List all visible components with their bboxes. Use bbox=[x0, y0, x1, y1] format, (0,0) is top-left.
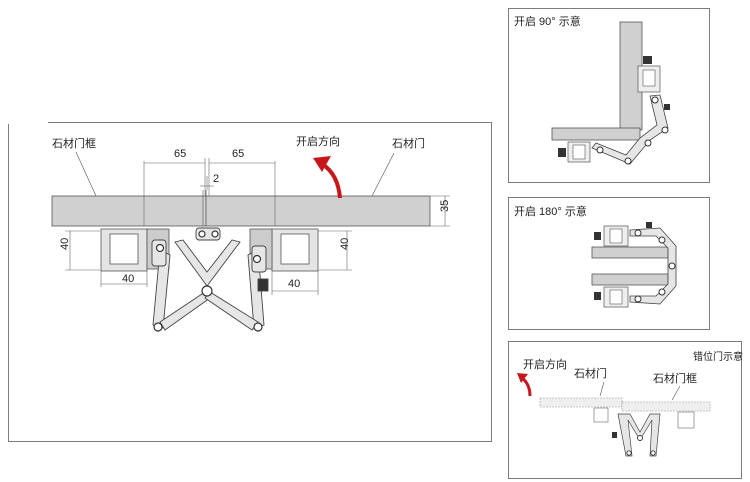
open-direction-label: 开启方向 bbox=[296, 134, 340, 148]
dim-65-right: 65 bbox=[232, 148, 244, 160]
dim-40-left-horizontal: 40 bbox=[122, 273, 134, 285]
panel-180-title: 开启 180° 示意 bbox=[514, 206, 587, 218]
dim-2: 2 bbox=[213, 173, 219, 185]
stone-slab bbox=[51, 195, 431, 227]
panel-gap bbox=[8, 122, 48, 124]
panel-90-title: 开启 90° 示意 bbox=[514, 16, 581, 28]
dim-40-right-horizontal: 40 bbox=[288, 278, 300, 290]
offset-open-direction-label: 开启方向 bbox=[523, 357, 567, 371]
dim-65-left: 65 bbox=[174, 148, 186, 160]
dim-40-left-vertical: 40 bbox=[59, 238, 71, 250]
panel-offset-title: 错位门示意 bbox=[693, 352, 743, 363]
offset-door-label: 石材门 bbox=[574, 366, 607, 380]
dim-40-right-vertical: 40 bbox=[339, 238, 351, 250]
door-label: 石材门 bbox=[392, 136, 425, 150]
dim-35: 35 bbox=[439, 200, 451, 212]
offset-frame-label: 石材门框 bbox=[653, 371, 697, 385]
frame-label: 石材门框 bbox=[52, 136, 96, 150]
